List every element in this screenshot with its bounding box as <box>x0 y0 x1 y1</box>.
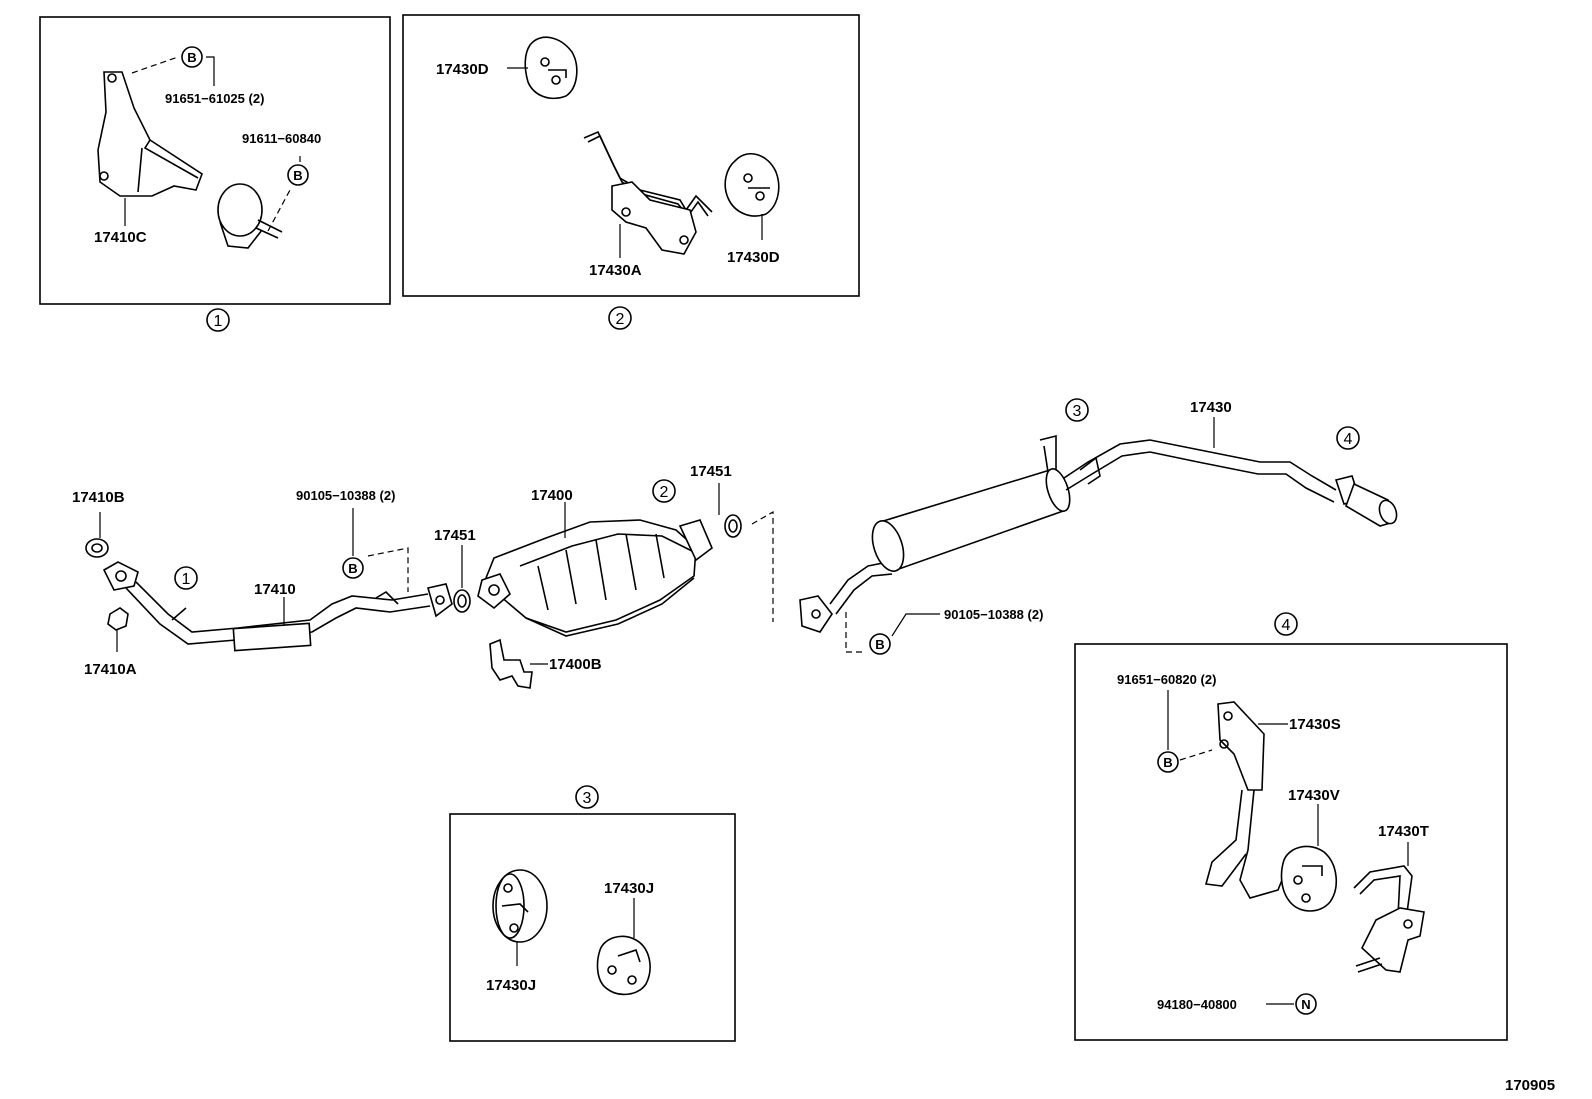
detail-view-1: B B 91651−61025 (2) 91611−60840 17410C 1 <box>39 16 391 332</box>
svg-text:B: B <box>875 637 884 652</box>
label-17430v: 17430V <box>1288 787 1340 804</box>
label-17451-left: 17451 <box>434 527 476 544</box>
label-91611-60840: 91611−60840 <box>242 131 321 146</box>
view-number-3: 3 <box>575 785 599 809</box>
svg-text:4: 4 <box>1344 431 1353 448</box>
nut-17410a <box>107 607 129 631</box>
bolt-marker-b-5: B <box>1157 751 1179 773</box>
bracket-17430s <box>1204 701 1283 899</box>
label-90105-10388-right: 90105−10388 (2) <box>944 607 1043 622</box>
svg-text:3: 3 <box>583 790 592 807</box>
label-17430t: 17430T <box>1378 823 1429 840</box>
label-17400: 17400 <box>531 487 573 504</box>
label-90105-10388-mid: 90105−10388 (2) <box>296 488 395 503</box>
label-17430d-top: 17430D <box>436 61 489 78</box>
gasket-17410b <box>85 538 109 558</box>
bracket-17430t <box>1353 865 1425 973</box>
label-17430s: 17430S <box>1289 716 1341 733</box>
detail-frame-2 <box>402 14 860 297</box>
label-17430j-left: 17430J <box>486 977 536 994</box>
svg-text:N: N <box>1301 997 1310 1012</box>
detail-view-3: 3 17430J 17430J <box>449 785 736 1042</box>
label-91651-61025: 91651−61025 (2) <box>165 91 264 106</box>
hanger-rubber-17430j-right <box>596 935 651 996</box>
svg-text:B: B <box>187 50 196 65</box>
detail-frame-3 <box>449 813 736 1042</box>
label-17410: 17410 <box>254 581 296 598</box>
catalytic-converter-17400 <box>477 519 713 637</box>
view-number-4-ref: 4 <box>1336 426 1360 450</box>
svg-text:4: 4 <box>1282 617 1291 634</box>
detail-view-4: 4 91651−60820 (2) B 17430S 17430V <box>1074 612 1508 1041</box>
svg-text:1: 1 <box>214 313 223 330</box>
view-number-2-ref: 2 <box>652 479 676 503</box>
front-pipe-17410 <box>102 561 453 652</box>
diagram-number: 170905 <box>1505 1077 1555 1094</box>
label-17451-right: 17451 <box>690 463 732 480</box>
svg-text:B: B <box>1163 755 1172 770</box>
bracket-17430a <box>583 130 713 255</box>
hanger-rubber-17430d-top <box>524 36 578 100</box>
hanger-rubber-91611-60840 <box>217 183 283 249</box>
bracket-17400b <box>489 638 533 689</box>
detail-frame-1 <box>39 16 391 305</box>
svg-text:2: 2 <box>616 311 625 328</box>
label-17430: 17430 <box>1190 399 1232 416</box>
label-17430d-bottom: 17430D <box>727 249 780 266</box>
hanger-rubber-17430j-left <box>492 869 548 943</box>
view-number-1-ref: 1 <box>174 566 198 590</box>
bolt-marker-b-4: B <box>869 633 891 655</box>
hanger-rubber-17430v <box>1280 845 1337 912</box>
label-17410c: 17410C <box>94 229 147 246</box>
label-94180-40800: 94180−40800 <box>1157 997 1237 1012</box>
detail-view-2: 17430D 17430A 17430D 2 <box>402 14 860 330</box>
nut-marker-n: N <box>1295 993 1317 1015</box>
label-17430a: 17430A <box>589 262 642 279</box>
view-number-3-ref: 3 <box>1065 398 1089 422</box>
label-17400b: 17400B <box>549 656 602 673</box>
bolt-marker-b-2: B <box>287 164 309 186</box>
view-number-2: 2 <box>608 306 632 330</box>
bolt-marker-b-1: B <box>181 46 203 68</box>
tail-pipe-17430 <box>799 434 1398 633</box>
detail-frame-4 <box>1074 643 1508 1041</box>
svg-text:B: B <box>293 168 302 183</box>
gasket-17451-right <box>724 514 742 538</box>
main-exhaust-assembly: 17410B 17410A 17410 1 B 90105−103 <box>72 398 1398 689</box>
svg-text:1: 1 <box>182 571 191 588</box>
label-17430j-right: 17430J <box>604 880 654 897</box>
view-number-4: 4 <box>1274 612 1298 636</box>
label-91651-60820: 91651−60820 (2) <box>1117 672 1216 687</box>
label-17410b: 17410B <box>72 489 125 506</box>
hanger-rubber-17430d-bottom <box>724 152 780 217</box>
bolt-marker-b-3: B <box>342 557 364 579</box>
gasket-17451-left <box>453 589 471 613</box>
svg-text:B: B <box>348 561 357 576</box>
label-17410a: 17410A <box>84 661 137 678</box>
view-number-1: 1 <box>206 308 230 332</box>
svg-text:3: 3 <box>1073 403 1082 420</box>
svg-text:2: 2 <box>660 484 669 501</box>
